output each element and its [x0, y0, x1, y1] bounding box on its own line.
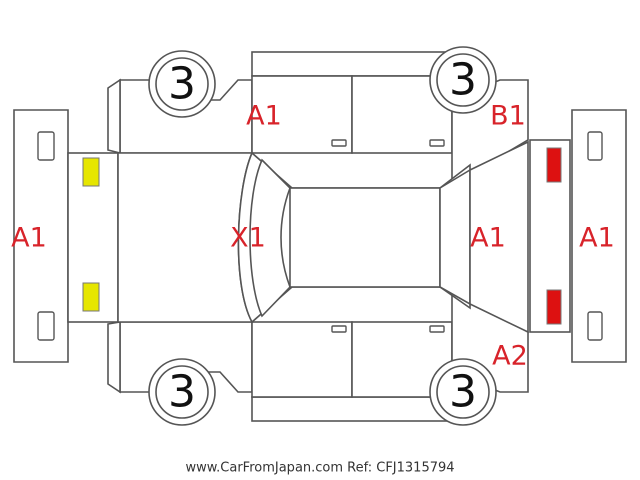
wheel-front-left: 3	[148, 50, 216, 118]
bottom-side-sill	[251, 396, 453, 422]
wheel-rear-right: 3	[429, 358, 497, 426]
footer-reference: www.CarFromJapan.com Ref: CFJ1315794	[185, 461, 454, 476]
wheel-rear-left-grade: 3	[449, 55, 477, 106]
rear-light-top	[546, 147, 562, 183]
tailgate	[469, 140, 529, 334]
damage-hood: X1	[230, 223, 266, 254]
damage-front-bumper: A1	[11, 223, 47, 254]
damage-tailgate: A1	[470, 223, 506, 254]
rear-light-bottom	[546, 289, 562, 325]
lower-side-body	[107, 288, 529, 398]
rear-bumper	[571, 109, 627, 363]
front-bumper	[13, 109, 69, 363]
top-side-sill	[251, 51, 453, 77]
damage-left-front-fender: A1	[246, 101, 282, 132]
wheel-rear-left: 3	[429, 46, 497, 114]
wheel-front-left-grade: 3	[168, 59, 196, 110]
wheel-rear-right-grade: 3	[449, 367, 477, 418]
front-light-bottom	[82, 282, 100, 312]
damage-rear-bumper: A1	[579, 223, 615, 254]
wheel-front-right-grade: 3	[168, 367, 196, 418]
damage-left-rear-quarter: B1	[490, 101, 526, 132]
wheel-front-right: 3	[148, 358, 216, 426]
front-light-top	[82, 157, 100, 187]
cabin-top	[237, 151, 471, 324]
damage-right-rear-quarter: A2	[492, 341, 528, 372]
